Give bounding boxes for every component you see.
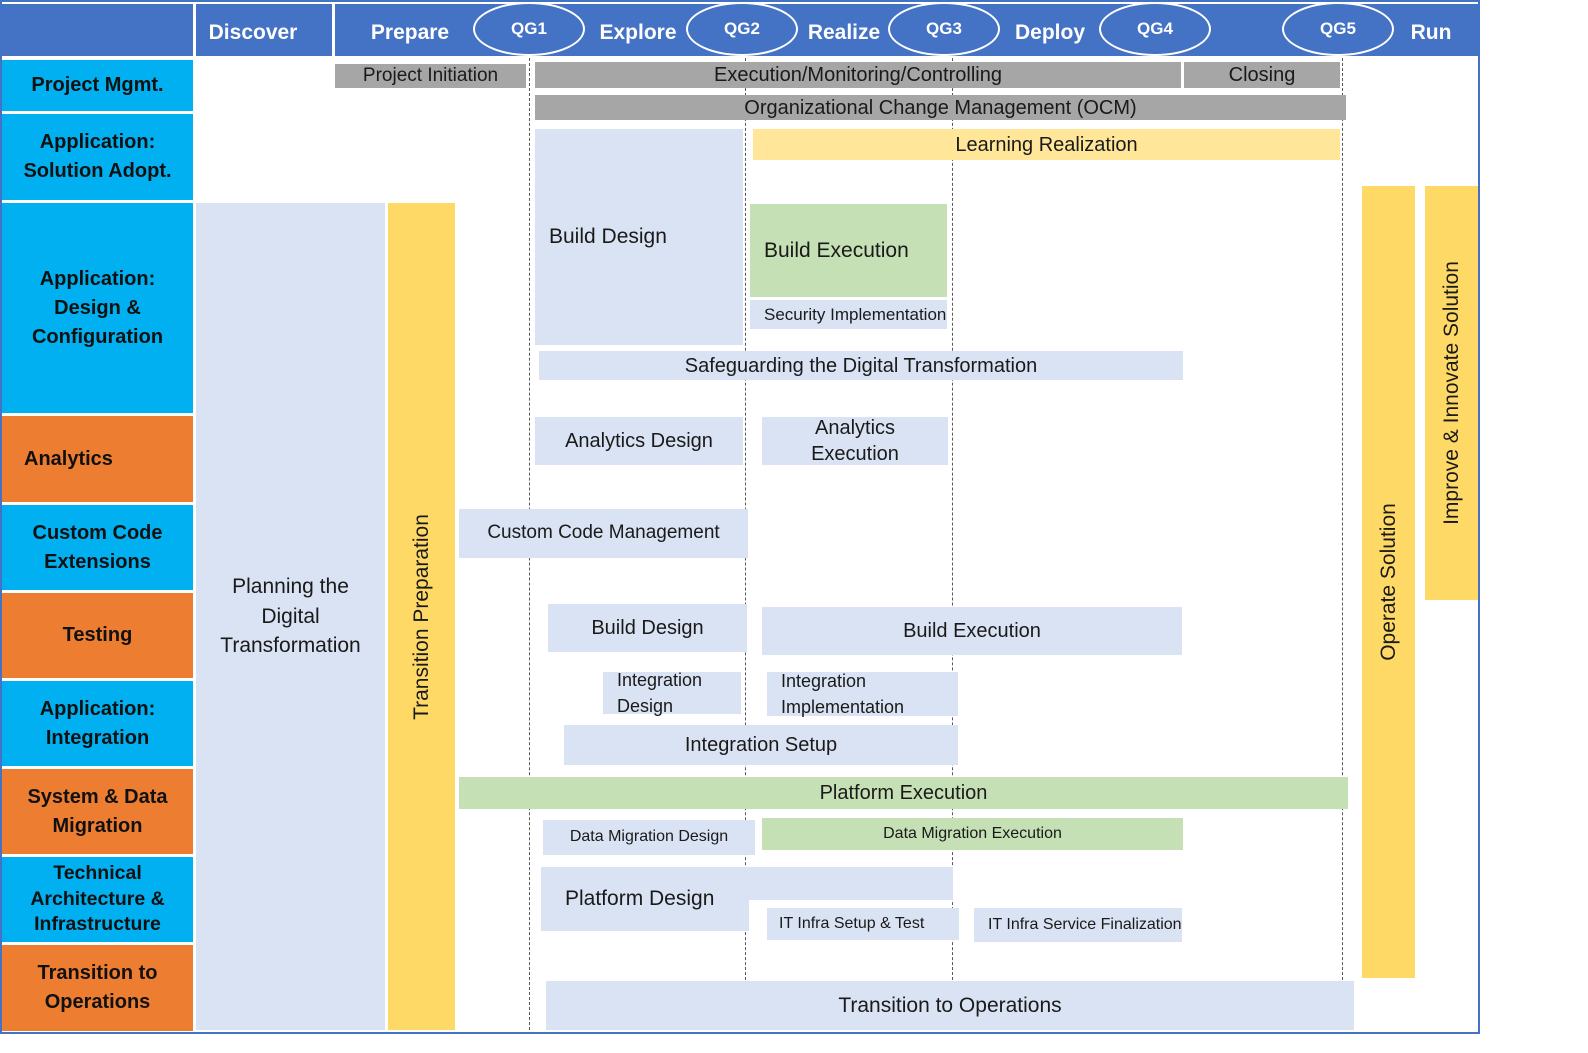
header-separator bbox=[332, 4, 335, 56]
header-separator bbox=[193, 4, 196, 56]
activity-data-migration-design: Data Migration Design bbox=[543, 820, 755, 855]
workstream-design-configuration: Application: Design & Configuration bbox=[2, 203, 193, 413]
activity-it-infra-setup: IT Infra Setup & Test bbox=[767, 908, 959, 940]
qg3-gate-line bbox=[952, 58, 953, 1030]
workstream-integration: Application: Integration bbox=[2, 681, 193, 766]
qg5-gate-line bbox=[1342, 58, 1343, 1030]
operate-solution-label: Operate Solution bbox=[1376, 503, 1400, 661]
activity-execution-monitoring: Execution/Monitoring/Controlling bbox=[535, 62, 1181, 88]
activity-integration-implementation: Integration Implementation bbox=[767, 671, 958, 717]
activity-operate-solution: Operate Solution bbox=[1362, 186, 1415, 978]
quality-gate-qg3: QG3 bbox=[888, 2, 1000, 56]
phase-deploy: Deploy bbox=[1014, 21, 1085, 44]
quality-gate-qg2: QG2 bbox=[686, 2, 798, 56]
workstream-project-mgmt: Project Mgmt. bbox=[2, 60, 193, 111]
activity-platform-execution: Platform Execution bbox=[459, 777, 1348, 809]
activity-test-build-execution: Build Execution bbox=[762, 607, 1182, 655]
activity-improve-innovate: Improve & Innovate Solution bbox=[1425, 186, 1478, 600]
diagram-frame bbox=[0, 0, 1480, 1034]
workstream-testing: Testing bbox=[2, 593, 193, 678]
activity-analytics-execution: Analytics Execution bbox=[762, 417, 948, 465]
activity-safeguarding: Safeguarding the Digital Transformation bbox=[539, 351, 1183, 380]
activity-project-initiation: Project Initiation bbox=[335, 64, 526, 88]
workstream-transition-operations: Transition to Operations bbox=[2, 945, 193, 1031]
phase-explore: Explore bbox=[599, 21, 677, 44]
workstream-technical-architecture: Technical Architecture & Infrastructure bbox=[2, 857, 193, 942]
improve-innovate-label: Improve & Innovate Solution bbox=[1439, 261, 1463, 525]
phase-realize: Realize bbox=[807, 21, 881, 44]
workstream-analytics: Analytics bbox=[2, 416, 193, 502]
workstream-solution-adoption: Application: Solution Adopt. bbox=[2, 114, 193, 200]
activity-platform-design: Platform Design bbox=[541, 867, 749, 931]
workstream-custom-code: Custom Code Extensions bbox=[2, 505, 193, 590]
phase-run: Run bbox=[1410, 21, 1452, 44]
activity-security-implementation: Security Implementation bbox=[750, 300, 947, 329]
quality-gate-qg4: QG4 bbox=[1099, 2, 1211, 56]
activity-planning-digital-transformation: Planning the Digital Transformation bbox=[196, 203, 385, 1030]
activity-integration-design: Integration Design bbox=[603, 670, 741, 716]
transition-preparation-label: Transition Preparation bbox=[409, 513, 433, 720]
activity-integration-setup: Integration Setup bbox=[564, 725, 958, 765]
activity-custom-code-management: Custom Code Management bbox=[459, 509, 748, 558]
phase-discover: Discover bbox=[208, 21, 298, 44]
activity-transition-preparation: Transition Preparation bbox=[388, 203, 455, 1030]
activity-closing: Closing bbox=[1184, 62, 1340, 88]
activity-ocm: Organizational Change Management (OCM) bbox=[535, 95, 1346, 120]
activity-transition-to-operations: Transition to Operations bbox=[546, 981, 1354, 1030]
activity-build-design: Build Design bbox=[535, 129, 743, 345]
activity-learning-realization: Learning Realization bbox=[753, 129, 1340, 160]
activity-test-build-design: Build Design bbox=[548, 604, 747, 652]
quality-gate-qg5: QG5 bbox=[1282, 2, 1394, 56]
activity-data-migration-execution: Data Migration Execution bbox=[762, 818, 1183, 850]
workstream-data-migration: System & Data Migration bbox=[2, 769, 193, 854]
activity-analytics-design: Analytics Design bbox=[535, 417, 743, 465]
quality-gate-qg1: QG1 bbox=[473, 2, 585, 56]
phase-prepare: Prepare bbox=[370, 21, 450, 44]
activity-it-infra-finalization: IT Infra Service Finalization bbox=[974, 908, 1182, 942]
activity-build-execution: Build Execution bbox=[750, 204, 947, 297]
